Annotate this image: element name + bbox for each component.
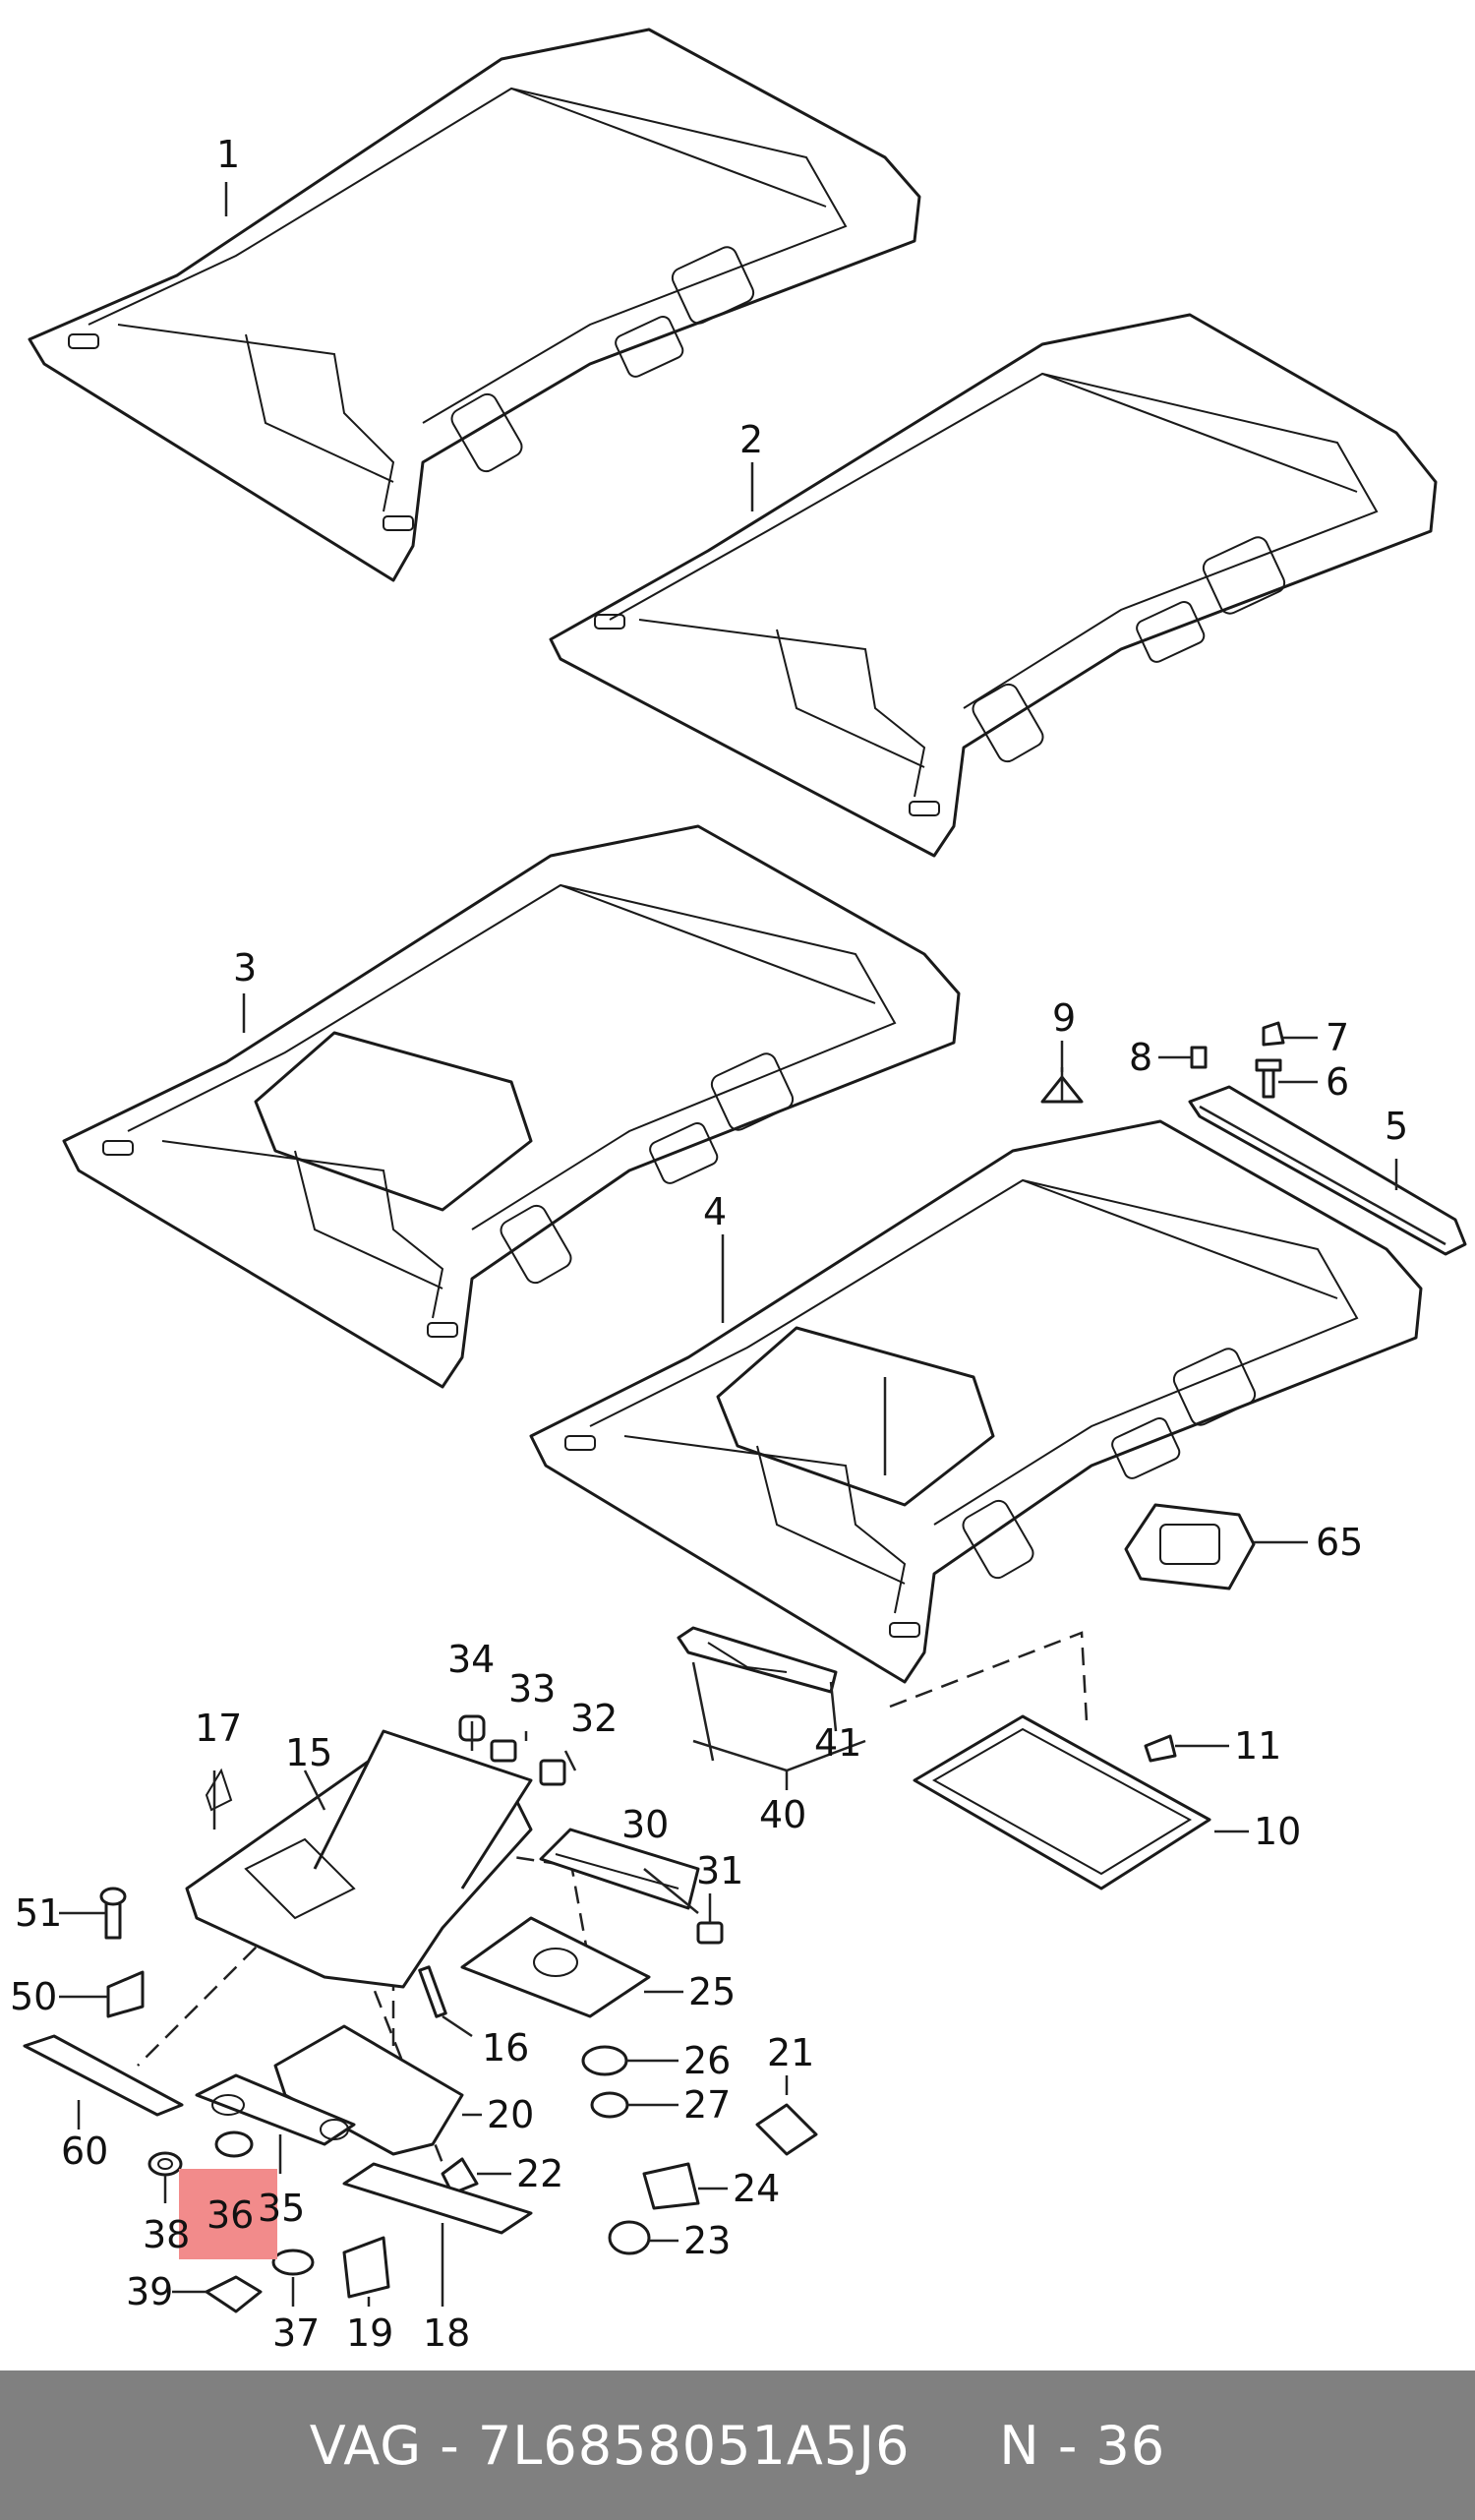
headliner-3 bbox=[62, 824, 961, 1389]
callout-11: 11 bbox=[1234, 1724, 1281, 1768]
callout-15: 15 bbox=[285, 1731, 332, 1774]
roof-rail-5 bbox=[1188, 1085, 1467, 1256]
clip-8 bbox=[1190, 1046, 1208, 1069]
sunroof-seal-10 bbox=[913, 1714, 1211, 1890]
leader-lines bbox=[59, 182, 1398, 2307]
bracket-50 bbox=[106, 1970, 145, 2018]
callout-10: 10 bbox=[1254, 1810, 1301, 1853]
callout-17: 17 bbox=[195, 1707, 242, 1750]
clip-31 bbox=[696, 1921, 724, 1945]
callout-31: 31 bbox=[696, 1849, 743, 1892]
callout-32: 32 bbox=[570, 1697, 618, 1740]
callout-65: 65 bbox=[1316, 1521, 1363, 1564]
callout-1: 1 bbox=[216, 133, 240, 176]
callout-50: 50 bbox=[10, 1975, 57, 2018]
callout-4: 4 bbox=[703, 1190, 727, 1233]
callout-5: 5 bbox=[1385, 1105, 1408, 1148]
callout-16: 16 bbox=[482, 2026, 529, 2070]
grille-30 bbox=[539, 1828, 700, 1910]
clip-17 bbox=[205, 1768, 233, 1812]
callout-35: 35 bbox=[258, 2187, 305, 2230]
ref-separator: - bbox=[1057, 2414, 1079, 2477]
ring-26 bbox=[581, 2045, 628, 2076]
callout-20: 20 bbox=[487, 2093, 534, 2136]
callout-22: 22 bbox=[516, 2152, 563, 2195]
callout-8: 8 bbox=[1129, 1036, 1152, 1079]
ring-27 bbox=[590, 2091, 629, 2119]
parts-diagram: 1 2 3 4 5 6 7 8 9 10 11 15 16 17 18 19 2… bbox=[10, 28, 1467, 2355]
plate-35 bbox=[195, 2073, 356, 2146]
clip-11 bbox=[1144, 1734, 1177, 1763]
headliner-2 bbox=[549, 313, 1438, 858]
callout-41: 41 bbox=[814, 1721, 861, 1765]
callout-34: 34 bbox=[447, 1638, 495, 1681]
screw-51 bbox=[99, 1887, 127, 1940]
headliner-4 bbox=[529, 1119, 1423, 1684]
ref-prefix: N bbox=[999, 2414, 1040, 2477]
callout-24: 24 bbox=[733, 2167, 780, 2210]
plug-23 bbox=[608, 2220, 651, 2255]
callout-3: 3 bbox=[233, 946, 257, 990]
callout-23: 23 bbox=[683, 2219, 731, 2262]
screw-6 bbox=[1255, 1058, 1282, 1099]
clip-33 bbox=[490, 1739, 517, 1763]
callout-39: 39 bbox=[126, 2270, 173, 2313]
clip-9 bbox=[1040, 1067, 1084, 1104]
callout-9: 9 bbox=[1052, 996, 1076, 1040]
clip-7 bbox=[1262, 1021, 1285, 1047]
bracket-21 bbox=[755, 2103, 818, 2156]
pad-19 bbox=[342, 2236, 390, 2299]
callout-60: 60 bbox=[61, 2130, 108, 2173]
callout-25: 25 bbox=[688, 1970, 736, 2013]
cap-36 bbox=[214, 2130, 254, 2158]
roof-console-15 bbox=[185, 1729, 533, 1989]
headliner-1 bbox=[28, 28, 921, 582]
callout-18: 18 bbox=[423, 2311, 470, 2355]
callout-7: 7 bbox=[1326, 1016, 1349, 1059]
clip-24 bbox=[642, 2162, 700, 2210]
part-info-footer: VAG - 7L6858051A5J6 N - 36 bbox=[0, 2370, 1475, 2520]
callout-40: 40 bbox=[759, 1793, 806, 1836]
pad-25 bbox=[460, 1916, 651, 2018]
callout-labels: 1 2 3 4 5 6 7 8 9 10 11 15 16 17 18 19 2… bbox=[10, 133, 1408, 2355]
callout-30: 30 bbox=[621, 1803, 669, 1846]
callout-37: 37 bbox=[272, 2311, 320, 2355]
clip-39 bbox=[205, 2275, 263, 2313]
callout-21: 21 bbox=[767, 2031, 814, 2074]
callout-33: 33 bbox=[508, 1667, 556, 1710]
strip-60 bbox=[23, 2034, 184, 2117]
callout-38: 38 bbox=[143, 2213, 190, 2256]
cap-37 bbox=[271, 2249, 315, 2276]
highlight-box bbox=[179, 2169, 277, 2259]
ref-number: 36 bbox=[1095, 2414, 1166, 2477]
strip-18 bbox=[342, 2162, 533, 2235]
callout-27: 27 bbox=[683, 2083, 731, 2127]
callout-36-highlighted: 36 bbox=[206, 2193, 254, 2237]
callout-26: 26 bbox=[683, 2039, 731, 2082]
brand-label: VAG bbox=[309, 2414, 423, 2477]
clip-32 bbox=[539, 1759, 566, 1786]
callout-2: 2 bbox=[739, 418, 763, 461]
part-number: 7L6858051A5J6 bbox=[477, 2414, 911, 2477]
screw-16 bbox=[418, 1965, 447, 2018]
light-housing-65 bbox=[1124, 1503, 1256, 1590]
callout-51: 51 bbox=[15, 1891, 62, 1935]
washer-38 bbox=[148, 2151, 183, 2177]
footer-separator: - bbox=[440, 2414, 460, 2477]
callout-6: 6 bbox=[1326, 1060, 1349, 1104]
bracket-41 bbox=[677, 1626, 838, 1694]
callout-19: 19 bbox=[346, 2311, 393, 2355]
